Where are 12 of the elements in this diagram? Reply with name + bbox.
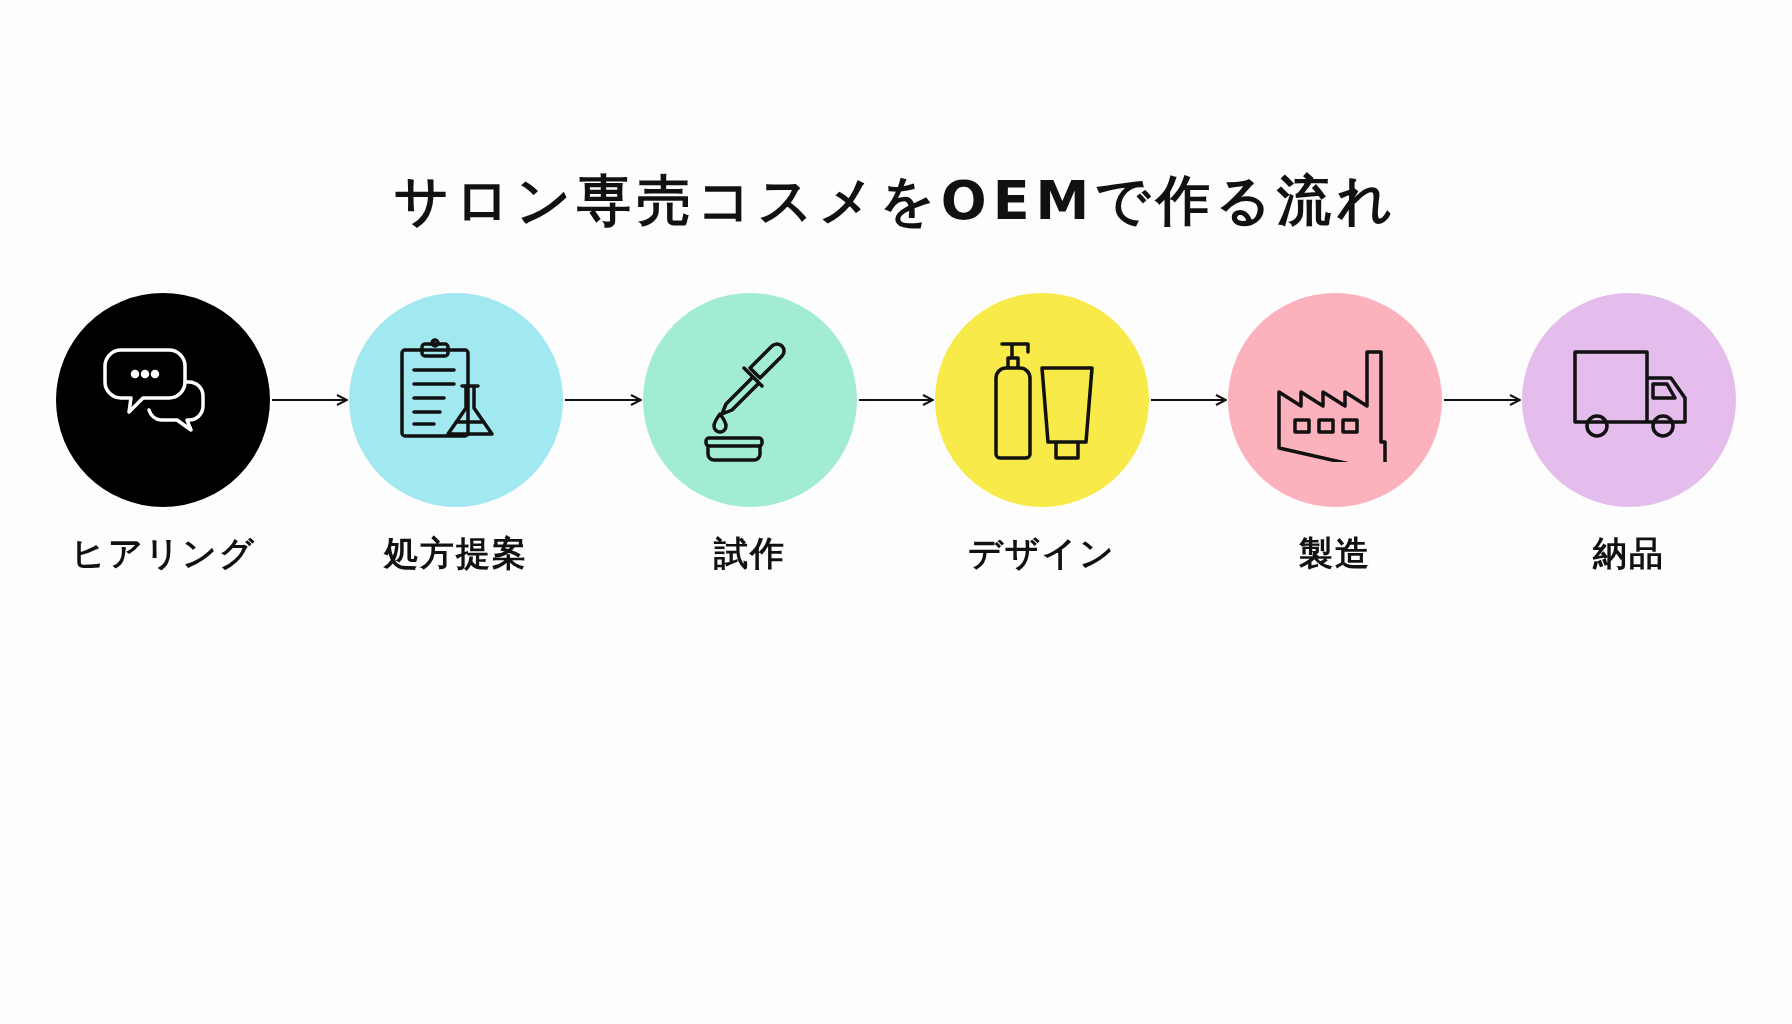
step-label: 納品 (1593, 532, 1665, 575)
step-label: ヒアリング (70, 532, 256, 575)
step-label: 処方提案 (384, 532, 528, 575)
arrow (564, 394, 642, 406)
title: サロン専売コスメをOEMで作る流れ (393, 168, 1399, 234)
arrow (271, 394, 348, 406)
step-label: デザイン (968, 532, 1116, 575)
step-label: 製造 (1299, 532, 1371, 575)
arrow (858, 394, 934, 406)
step-label: 試作 (714, 532, 786, 575)
arrow (1150, 394, 1227, 406)
arrow (1443, 394, 1521, 406)
